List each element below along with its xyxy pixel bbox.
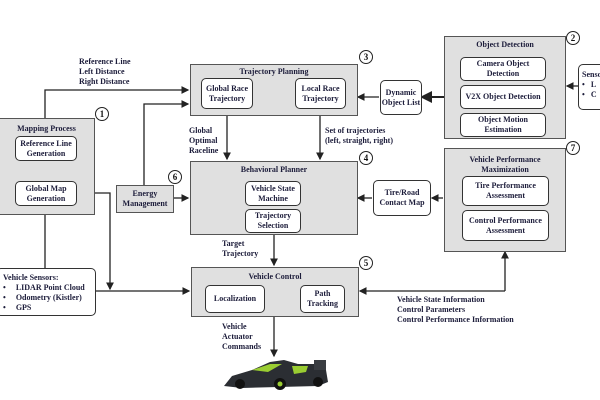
race-car-icon bbox=[224, 360, 328, 390]
label-line: Right Distance bbox=[79, 77, 130, 86]
sensor-item-label: Odometry (Kistler) bbox=[15, 293, 82, 302]
set-of-trajectories-label: Set of trajectories (left, straight, rig… bbox=[325, 126, 393, 146]
camera-object-detection: Camera Object Detection bbox=[460, 57, 546, 81]
label-line: Vehicle State Information bbox=[397, 295, 485, 304]
energy-management: Energy Management bbox=[116, 185, 174, 213]
target-trajectory-label: Target Trajectory bbox=[222, 239, 258, 259]
step-number-3: 3 bbox=[359, 50, 373, 64]
vehicle-state-machine: Vehicle State Machine bbox=[245, 181, 301, 206]
sensor-item: • LIDAR Point Cloud bbox=[3, 283, 85, 292]
tire-road-contact-map: Tire/Road Contact Map bbox=[373, 180, 431, 216]
group-title: Behavioral Planner bbox=[240, 165, 308, 174]
sensor-item: • C bbox=[582, 90, 597, 99]
label-line: (left, straight, right) bbox=[325, 136, 393, 145]
reference-line-label: Reference Line Left Distance Right Dista… bbox=[79, 57, 131, 87]
tire-performance-assessment: Tire Performance Assessment bbox=[462, 176, 549, 206]
dynamic-object-list: Dynamic Object List bbox=[380, 80, 422, 115]
local-race-trajectory: Local Race Trajectory bbox=[295, 78, 346, 109]
label-line: Target bbox=[222, 239, 245, 248]
label-line: Set of trajectories bbox=[325, 126, 386, 135]
label-line: Reference Line bbox=[79, 57, 131, 66]
localization: Localization bbox=[205, 285, 265, 313]
sensor-item: • Odometry (Kistler) bbox=[3, 293, 82, 302]
vehicle-actuator-commands-label: Vehicle Actuator Commands bbox=[222, 322, 261, 352]
label-line: Commands bbox=[222, 342, 262, 351]
label-line: Vehicle bbox=[222, 322, 247, 331]
sensor-item: • GPS bbox=[3, 303, 32, 312]
label-line: Global bbox=[189, 126, 213, 135]
step-number-4: 4 bbox=[359, 151, 373, 165]
label-line: Control Performance Information bbox=[397, 315, 514, 324]
label-line: Trajectory bbox=[222, 249, 259, 258]
group-title: Vehicle Performance Maximization bbox=[469, 155, 541, 174]
sensor-item-label: L bbox=[590, 80, 597, 89]
step-number-6: 6 bbox=[168, 170, 182, 184]
sensors-title: Vehicle Sensors: bbox=[3, 273, 59, 282]
group-title: Vehicle Control bbox=[248, 272, 302, 281]
sensors-title: Senso bbox=[582, 70, 600, 79]
global-optimal-raceline-label: Global Optimal Raceline bbox=[189, 126, 218, 156]
label-line: Control Parameters bbox=[397, 305, 466, 314]
group-title: Trajectory Planning bbox=[239, 67, 309, 76]
sensors-box-right: Senso • L • C bbox=[578, 64, 600, 110]
object-motion-estimation: Object Motion Estimation bbox=[460, 113, 546, 137]
label-line: Raceline bbox=[189, 146, 219, 155]
v2x-object-detection: V2X Object Detection bbox=[460, 85, 546, 109]
trajectory-selection: Trajectory Selection bbox=[245, 209, 301, 233]
sensor-item-label: LIDAR Point Cloud bbox=[15, 283, 85, 292]
path-tracking: Path Tracking bbox=[300, 285, 345, 313]
global-race-trajectory: Global Race Trajectory bbox=[201, 78, 253, 109]
group-title: Mapping Process bbox=[17, 124, 76, 133]
sensor-item: • L bbox=[582, 80, 597, 89]
group-title: Object Detection bbox=[476, 40, 534, 49]
label-line: Actuator bbox=[222, 332, 253, 341]
step-number-7: 7 bbox=[566, 141, 580, 155]
sensor-item-label: GPS bbox=[15, 303, 32, 312]
step-number-5: 5 bbox=[359, 256, 373, 270]
sensor-item-label: C bbox=[590, 90, 597, 99]
label-line: Left Distance bbox=[79, 67, 125, 76]
label-line: Optimal bbox=[189, 136, 218, 145]
step-number-2: 2 bbox=[566, 31, 580, 45]
step-number-1: 1 bbox=[95, 107, 109, 121]
control-performance-assessment: Control Performance Assessment bbox=[462, 210, 549, 241]
reference-line-generation: Reference Line Generation bbox=[15, 136, 77, 161]
global-map-generation: Global Map Generation bbox=[15, 181, 77, 206]
vehicle-sensors-box: Vehicle Sensors: • LIDAR Point Cloud • O… bbox=[0, 268, 96, 316]
vehicle-state-info-label: Vehicle State Information Control Parame… bbox=[397, 295, 514, 325]
